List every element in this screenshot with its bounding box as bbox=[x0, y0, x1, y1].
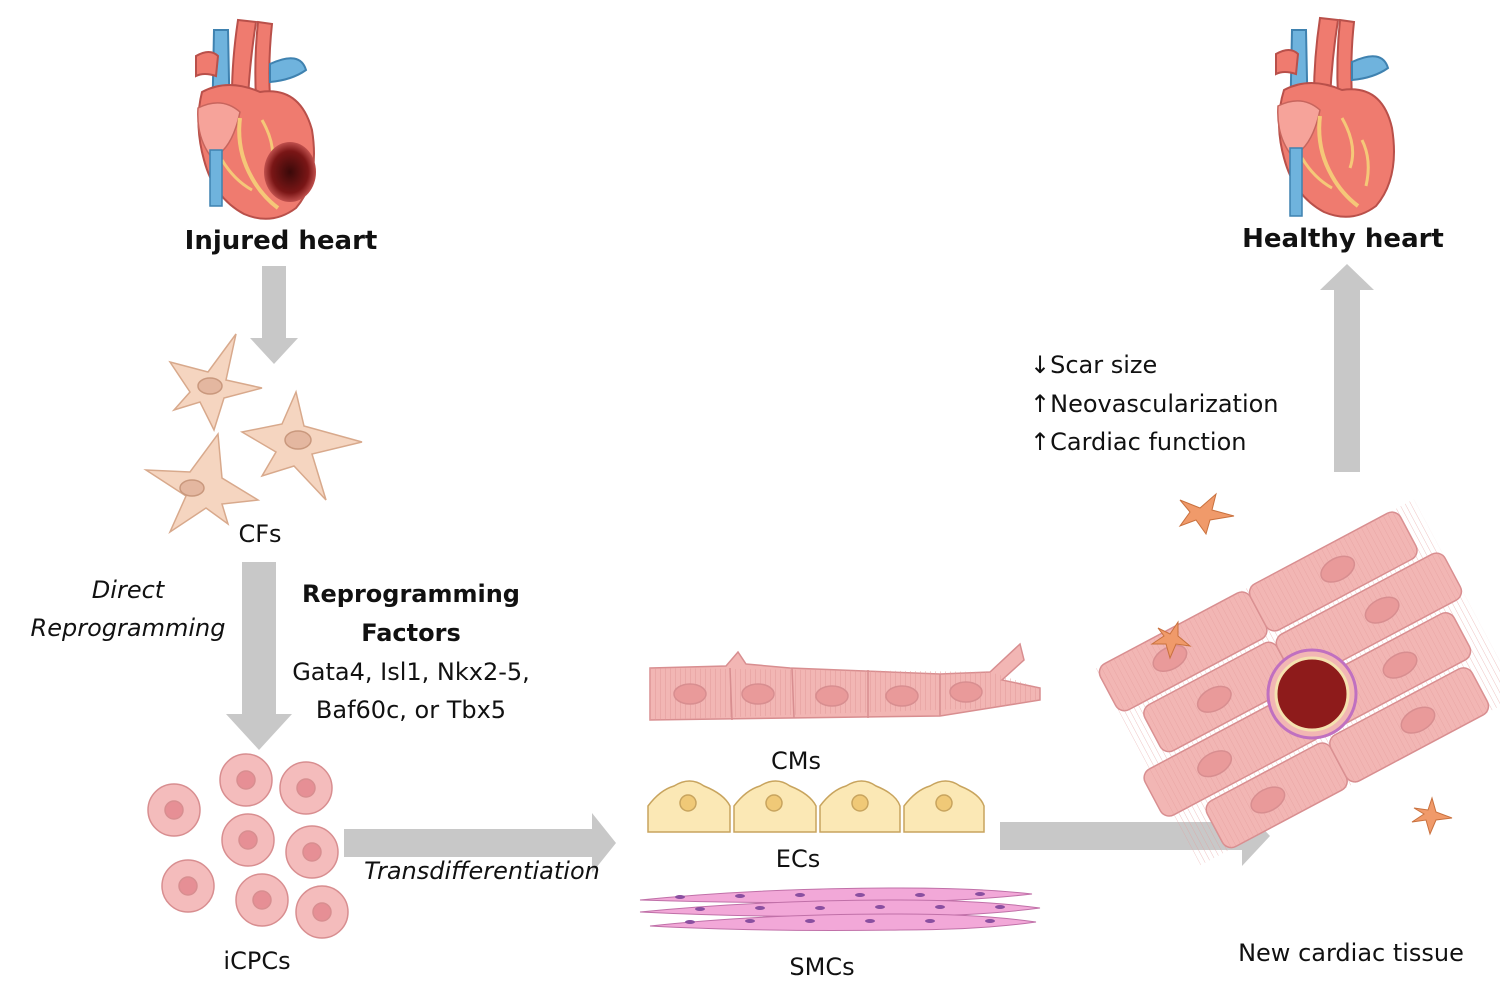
arrow-up-icon: ↑ bbox=[1030, 428, 1051, 456]
progenitor-cells bbox=[147, 753, 349, 939]
factors-list-2: Baf60c, or Tbx5 bbox=[315, 696, 507, 724]
endothelial-cells bbox=[647, 780, 985, 833]
smcs-label: SMCs bbox=[789, 953, 855, 981]
smooth-muscle-cells bbox=[639, 887, 1041, 931]
outcome-neovascularization: ↑Neovascularization bbox=[1030, 390, 1279, 418]
healthy-heart-icon bbox=[1275, 16, 1395, 218]
new-cardiac-tissue-label: New cardiac tissue bbox=[1238, 939, 1464, 967]
factors-list-1: Gata4, Isl1, Nkx2-5, bbox=[292, 658, 530, 686]
ecs-label: ECs bbox=[775, 845, 821, 873]
factors-title-1: Reprogramming bbox=[302, 580, 520, 608]
injured-heart-icon bbox=[195, 18, 316, 220]
cardiomyocyte-fiber bbox=[649, 642, 1041, 721]
new-cardiac-tissue bbox=[1095, 492, 1500, 866]
arrow-down-icon: ↓ bbox=[1030, 351, 1051, 379]
arrow-down-1 bbox=[250, 266, 298, 364]
arrow-right-1 bbox=[344, 813, 616, 873]
arrow-right-2 bbox=[1000, 806, 1270, 866]
direct-label: Direct bbox=[91, 576, 165, 604]
outcome-scar: ↓Scar size bbox=[1030, 351, 1158, 379]
icpcs-label: iCPCs bbox=[223, 947, 291, 975]
arrow-down-2 bbox=[226, 562, 292, 750]
transdifferentiation-label: Transdifferentiation bbox=[364, 857, 600, 885]
reprogramming-label: Reprogramming bbox=[30, 614, 226, 642]
cfs-label: CFs bbox=[238, 520, 282, 548]
injured-heart-label: Injured heart bbox=[184, 226, 378, 256]
factors-title-2: Factors bbox=[361, 619, 461, 647]
arrow-up-icon: ↑ bbox=[1030, 390, 1051, 418]
fibroblast-cells bbox=[143, 333, 363, 535]
arrow-up-1 bbox=[1320, 264, 1374, 472]
cms-label: CMs bbox=[771, 747, 821, 775]
healthy-heart-label: Healthy heart bbox=[1242, 224, 1444, 254]
outcome-cardiac-function: ↑Cardiac function bbox=[1030, 428, 1247, 456]
